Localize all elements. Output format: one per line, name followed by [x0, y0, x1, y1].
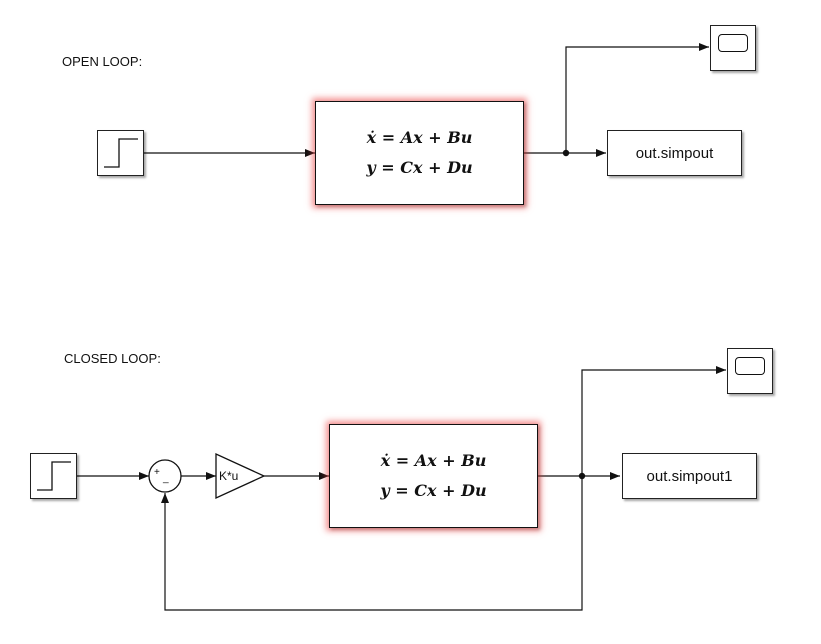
closed-loop-label: CLOSED LOOP: [64, 351, 161, 366]
sum-plus-sign: + [154, 467, 160, 478]
to-workspace-block[interactable]: out.simpout [607, 130, 742, 176]
line-feedback[interactable] [161, 476, 583, 611]
line-to-scope[interactable] [565, 43, 709, 153]
line-to-scope-closed[interactable] [581, 366, 726, 476]
step-block-closed[interactable] [30, 453, 77, 499]
state-space-block-closed[interactable]: ẋ = Ax + Bu y = Cx + Du [329, 424, 538, 528]
output-equation: y = Cx + Du [380, 481, 487, 500]
sum-minus-sign: _ [163, 473, 169, 484]
branch-point-closed [578, 472, 586, 480]
state-equation: ẋ = Ax + Bu [380, 451, 487, 470]
scope-icon [735, 357, 765, 375]
gain-block[interactable] [215, 452, 266, 500]
gain-label: K*u [219, 469, 239, 483]
step-block[interactable] [97, 130, 144, 176]
scope-block-closed[interactable] [727, 348, 773, 394]
scope-icon [718, 34, 748, 52]
output-equation: y = Cx + Du [366, 158, 473, 177]
scope-block[interactable] [710, 25, 756, 71]
state-space-block[interactable]: ẋ = Ax + Bu y = Cx + Du [315, 101, 524, 205]
sum-block[interactable] [148, 459, 182, 493]
to-workspace-block-closed[interactable]: out.simpout1 [622, 453, 757, 499]
state-equation: ẋ = Ax + Bu [366, 128, 473, 147]
step-icon [104, 138, 138, 168]
branch-point [562, 149, 570, 157]
open-loop-label: OPEN LOOP: [62, 54, 143, 69]
step-icon [37, 461, 71, 491]
